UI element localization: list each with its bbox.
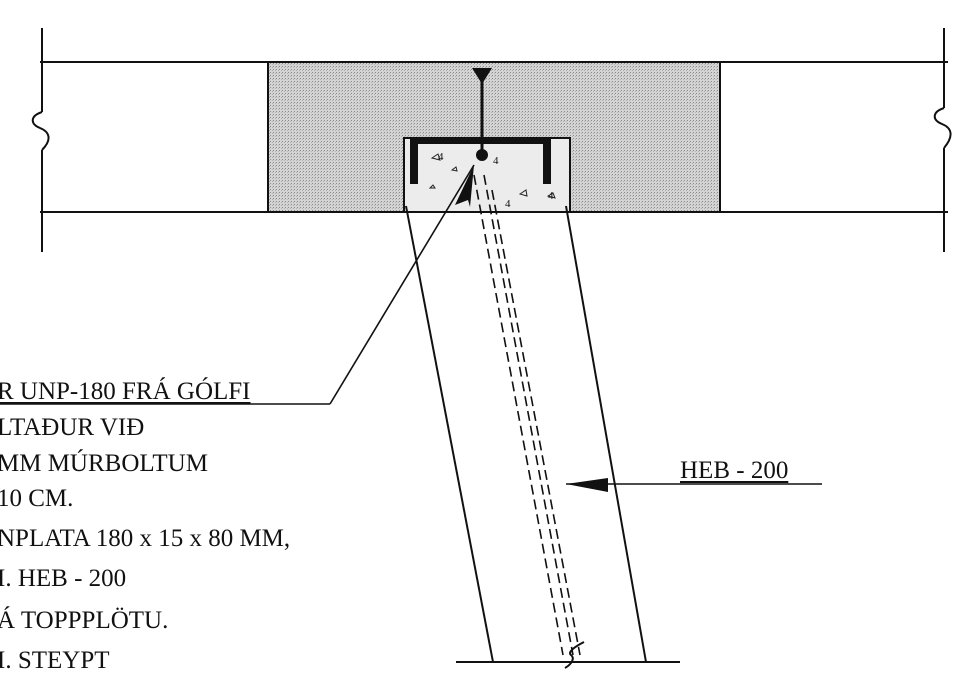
- break-symbol-right: [933, 107, 952, 149]
- note-line-4: 10 CM.: [0, 485, 74, 512]
- weld-symbols: 4 4 4 4: [438, 151, 554, 210]
- note-leader-arrow-icon: [455, 165, 474, 207]
- weld-label: 4: [438, 151, 444, 163]
- weld-label: 4: [548, 190, 554, 202]
- note-line-3: MM MÚRBOLTUM: [0, 450, 208, 477]
- heb-column: [405, 205, 647, 663]
- aggregate-marks: [428, 153, 556, 199]
- note-line-2: LTAÐUR VIÐ: [0, 414, 145, 441]
- break-symbol-left: [31, 111, 50, 151]
- weld-label: 4: [493, 155, 499, 167]
- weld-label: 4: [505, 198, 511, 210]
- break-symbol-bottom: [564, 641, 585, 669]
- column-label-arrow-icon: [566, 478, 608, 492]
- note-line-8: I. STEYPT: [0, 647, 110, 674]
- column-label: HEB - 200: [680, 457, 789, 484]
- heb-column-web-hidden: [473, 174, 581, 656]
- embed-region: [403, 137, 571, 213]
- note-line-7: Á TOPPPLÖTU.: [0, 607, 169, 634]
- note-line-6: I. HEB - 200: [0, 565, 127, 592]
- note-line-5: NPLATA 180 x 15 x 80 MM,: [0, 525, 291, 552]
- weld-arrow-icon: [472, 68, 492, 161]
- note-line-1: R UNP-180 FRÁ GÓLFI: [0, 378, 251, 405]
- note-leader: [0, 164, 475, 405]
